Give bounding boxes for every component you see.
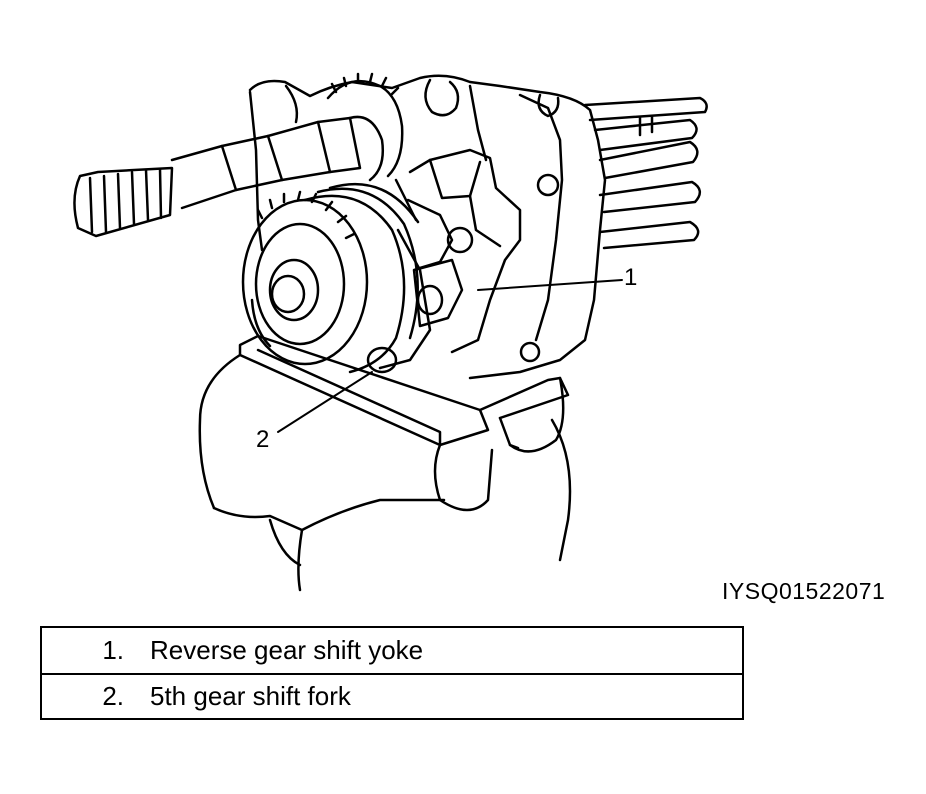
hand xyxy=(198,353,572,592)
legend-table: 1. Reverse gear shift yoke 2. 5th gear s… xyxy=(40,626,744,720)
transmission-case xyxy=(248,74,607,380)
fifth-gear-assembly xyxy=(241,182,420,374)
legend-text: 5th gear shift fork xyxy=(150,681,351,711)
reverse-shift-yoke xyxy=(406,148,522,354)
legend-number: 2. xyxy=(102,681,124,711)
transmission-illustration xyxy=(73,72,708,592)
leader-line-2 xyxy=(277,371,373,433)
counter-gear xyxy=(326,72,404,182)
figure-code: IYSQ01522071 xyxy=(722,578,886,604)
output-shaft xyxy=(73,116,362,238)
legend-row: 2. 5th gear shift fork xyxy=(42,673,742,718)
legend-number: 1. xyxy=(102,635,124,665)
legend-row: 1. Reverse gear shift yoke xyxy=(42,628,742,673)
leader-line-1 xyxy=(477,279,623,291)
leader-lines xyxy=(277,279,623,433)
callout-number-1: 1 xyxy=(624,264,638,291)
fifth-gear-shift-fork xyxy=(366,178,432,374)
legend-text: Reverse gear shift yoke xyxy=(150,635,424,665)
shift-rods xyxy=(583,96,708,250)
callout-number-2: 2 xyxy=(256,426,270,453)
